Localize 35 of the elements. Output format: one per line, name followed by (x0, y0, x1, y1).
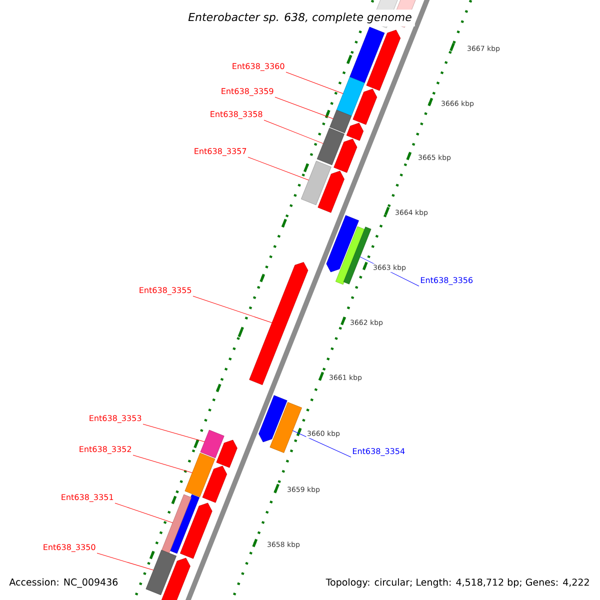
leader-line (114, 502, 173, 523)
gene-box (161, 494, 192, 554)
leader-line (292, 430, 352, 458)
gene-label: Ent638_3350 (44, 544, 96, 552)
leader-line (132, 454, 192, 473)
gene-box (336, 76, 365, 116)
gene-box (300, 160, 332, 206)
leader-line (248, 156, 309, 180)
title: Enterobacter sp. 638, complete genome (185, 10, 415, 26)
gene-label: Ent638_3358 (210, 111, 262, 119)
leader-line (142, 424, 205, 442)
gene-label: Ent638_3357 (194, 148, 246, 156)
accession-text: Accession: NC_009436 (8, 577, 120, 589)
leader-line (286, 72, 344, 94)
gene-box (200, 430, 224, 458)
gene-label: Ent638_3355 (140, 287, 192, 295)
gene-box (343, 226, 372, 284)
gene-label: Ent638_3359 (222, 88, 274, 96)
gene-box (146, 550, 177, 596)
gene-label: Ent638_3360 (232, 63, 284, 71)
gene-feature (249, 262, 308, 386)
gene-box (270, 402, 302, 453)
gene-label: Ent638_3351 (62, 494, 114, 502)
summary-text: Topology: circular; Length: 4,518,712 bp; Genes: 4,222 (324, 577, 591, 589)
gene-label: Ent638_3354 (353, 448, 405, 456)
gene-box (316, 128, 344, 166)
gene-box (184, 452, 216, 498)
leader-line (96, 552, 154, 570)
gene-label: Ent638_3352 (80, 446, 131, 454)
gene-label: Ent638_3356 (421, 277, 473, 285)
leader-line (274, 96, 334, 119)
gene-label: Ent638_3353 (90, 415, 142, 423)
leader-line (192, 296, 272, 323)
gene-box (330, 110, 352, 134)
leader-line (264, 120, 324, 144)
